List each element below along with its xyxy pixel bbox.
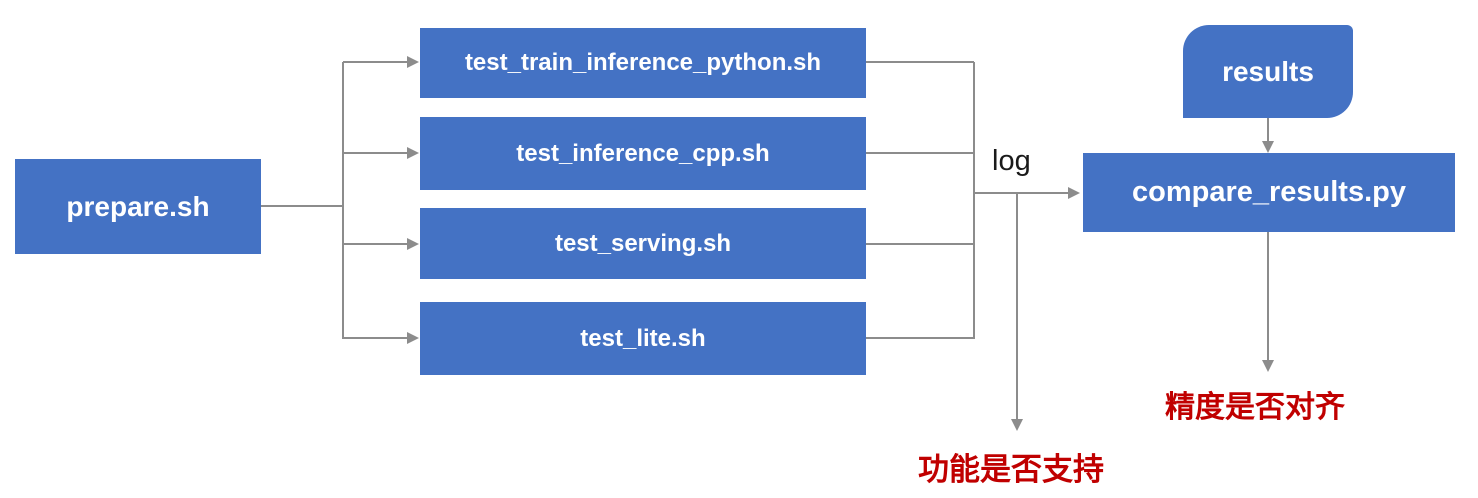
annotation-function-support: 功能是否支持 xyxy=(918,452,1104,487)
connector-results-to-compare xyxy=(1267,118,1269,143)
connector-branch-test2 xyxy=(343,152,408,154)
arrowhead-into-test3 xyxy=(407,238,419,250)
connector-test1-to-merge xyxy=(866,61,974,63)
connector-prepare-to-trunk xyxy=(261,205,343,207)
arrowhead-to-function-support xyxy=(1011,419,1023,431)
annotation-accuracy-alignment: 精度是否对齐 xyxy=(1165,391,1345,424)
connector-merge-trunk xyxy=(973,62,975,339)
connector-test2-to-merge xyxy=(866,152,974,154)
node-compare-results-py: compare_results.py xyxy=(1083,153,1455,232)
arrowhead-to-accuracy-alignment xyxy=(1262,360,1274,372)
connector-log-down xyxy=(1016,193,1018,420)
arrowhead-into-test4 xyxy=(407,332,419,344)
connector-test3-to-merge xyxy=(866,243,974,245)
connector-log-to-compare xyxy=(973,192,1069,194)
node-test-train-inference-python-sh: test_train_inference_python.sh xyxy=(420,28,866,98)
node-test-serving-sh: test_serving.sh xyxy=(420,208,866,279)
connector-left-trunk xyxy=(342,62,344,339)
arrowhead-into-test1 xyxy=(407,56,419,68)
node-results: results xyxy=(1183,25,1353,118)
arrowhead-into-test2 xyxy=(407,147,419,159)
node-prepare-sh: prepare.sh xyxy=(15,159,261,254)
node-test-lite-sh: test_lite.sh xyxy=(420,302,866,375)
connector-branch-test4 xyxy=(343,337,408,339)
connector-test4-to-merge xyxy=(866,337,974,339)
node-test-inference-cpp-sh: test_inference_cpp.sh xyxy=(420,117,866,190)
connector-branch-test1 xyxy=(343,61,408,63)
arrowhead-results-into-compare xyxy=(1262,141,1274,153)
connector-compare-down xyxy=(1267,232,1269,362)
edge-label-log: log xyxy=(992,145,1031,177)
arrowhead-into-compare xyxy=(1068,187,1080,199)
connector-branch-test3 xyxy=(343,243,408,245)
